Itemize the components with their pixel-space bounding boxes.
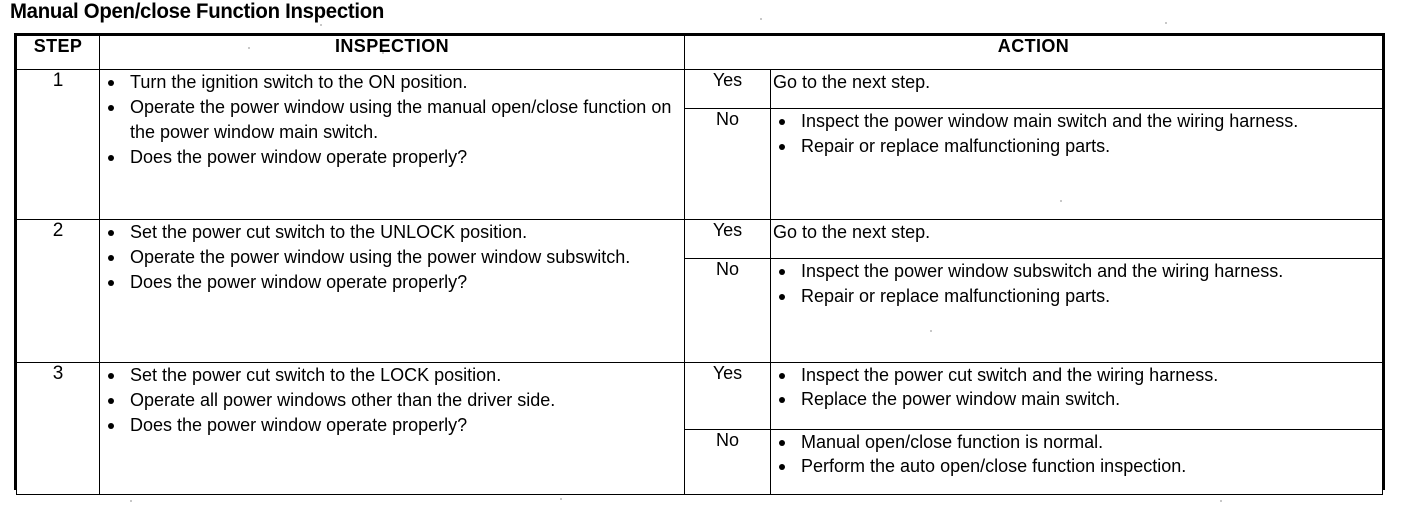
action-text-yes: Inspect the power cut switch and the wir… [770, 363, 1382, 430]
list-item: Replace the power window main switch. [771, 387, 1382, 411]
table-row: 1 Turn the ignition switch to the ON pos… [16, 69, 1383, 220]
action-text-no: Inspect the power window main switch and… [770, 107, 1382, 219]
outcome-row-yes: Yes Go to the next step. [685, 220, 1382, 259]
scan-speckle [130, 500, 132, 502]
action-paragraph: Go to the next step. [773, 72, 931, 92]
action-text-yes: Go to the next step. [770, 70, 1382, 109]
list-item: Perform the auto open/close function ins… [771, 454, 1382, 478]
table-row: 2 Set the power cut switch to the UNLOCK… [16, 219, 1383, 363]
outcome-row-no: No Inspect the power window main switch … [685, 107, 1382, 219]
inspection-list: Set the power cut switch to the LOCK pos… [100, 363, 684, 438]
inspection-list: Set the power cut switch to the UNLOCK p… [100, 220, 684, 295]
action-list: Inspect the power window main switch and… [771, 109, 1382, 159]
list-item: Does the power window operate properly? [100, 145, 684, 170]
outcome-label-no: No [685, 428, 771, 494]
list-item: Does the power window operate properly? [100, 413, 684, 438]
step-number: 2 [16, 219, 100, 363]
list-item: Operate the power window using the power… [100, 245, 684, 270]
list-item: Inspect the power cut switch and the wir… [771, 363, 1382, 387]
list-item: Inspect the power window subswitch and t… [771, 259, 1382, 284]
action-subtable: Yes Inspect the power cut switch and the… [685, 363, 1382, 494]
inspection-cell: Set the power cut switch to the LOCK pos… [99, 362, 685, 495]
action-text-yes: Go to the next step. [770, 220, 1382, 259]
action-subtable: Yes Go to the next step. No Inspect the … [685, 70, 1382, 219]
outcome-label-yes: Yes [685, 220, 771, 259]
action-cell: Yes Go to the next step. No Inspect the … [684, 69, 1383, 220]
inspection-list: Turn the ignition switch to the ON posit… [100, 70, 684, 170]
action-list: Manual open/close function is normal. Pe… [771, 430, 1382, 478]
scan-speckle [1220, 500, 1222, 502]
outcome-row-no: No Inspect the power window subswitch an… [685, 257, 1382, 362]
list-item: Operate all power windows other than the… [100, 388, 684, 413]
inspection-table: STEP INSPECTION ACTION 1 Turn the igniti… [14, 33, 1385, 495]
column-header-step: STEP [16, 35, 100, 70]
list-item: Manual open/close function is normal. [771, 430, 1382, 454]
action-text-no: Inspect the power window subswitch and t… [770, 257, 1382, 362]
step-number: 1 [16, 69, 100, 220]
outcome-label-no: No [685, 257, 771, 362]
outcome-label-yes: Yes [685, 70, 771, 109]
list-item: Turn the ignition switch to the ON posit… [100, 70, 684, 95]
list-item: Does the power window operate properly? [100, 270, 684, 295]
column-header-inspection: INSPECTION [99, 35, 685, 70]
outcome-label-yes: Yes [685, 363, 771, 430]
outcome-row-yes: Yes Go to the next step. [685, 70, 1382, 109]
table-row: 3 Set the power cut switch to the LOCK p… [16, 362, 1383, 495]
list-item: Operate the power window using the manua… [100, 95, 684, 145]
inspection-cell: Turn the ignition switch to the ON posit… [99, 69, 685, 220]
header-row: STEP INSPECTION ACTION [16, 35, 1383, 70]
list-item: Repair or replace malfunctioning parts. [771, 284, 1382, 309]
outcome-row-yes: Yes Inspect the power cut switch and the… [685, 363, 1382, 430]
table-body: 1 Turn the ignition switch to the ON pos… [16, 69, 1383, 495]
list-item: Repair or replace malfunctioning parts. [771, 134, 1382, 159]
scan-speckle [560, 498, 562, 500]
action-paragraph: Go to the next step. [773, 222, 931, 242]
action-text-no: Manual open/close function is normal. Pe… [770, 428, 1382, 494]
action-list: Inspect the power cut switch and the wir… [771, 363, 1382, 411]
outcome-label-no: No [685, 107, 771, 219]
action-list: Inspect the power window subswitch and t… [771, 259, 1382, 309]
list-item: Set the power cut switch to the UNLOCK p… [100, 220, 684, 245]
inspection-cell: Set the power cut switch to the UNLOCK p… [99, 219, 685, 363]
troubleshooting-grid: STEP INSPECTION ACTION 1 Turn the igniti… [16, 35, 1383, 495]
scan-speckle [1165, 22, 1167, 24]
action-cell: Yes Go to the next step. No Inspect the … [684, 219, 1383, 363]
action-cell: Yes Inspect the power cut switch and the… [684, 362, 1383, 495]
table-header: STEP INSPECTION ACTION [16, 35, 1383, 70]
column-header-action: ACTION [684, 35, 1383, 70]
outcome-row-no: No Manual open/close function is normal.… [685, 428, 1382, 494]
action-subtable: Yes Go to the next step. No Inspect the … [685, 220, 1382, 362]
scan-speckle [760, 18, 762, 20]
step-number: 3 [16, 362, 100, 495]
list-item: Inspect the power window main switch and… [771, 109, 1382, 134]
list-item: Set the power cut switch to the LOCK pos… [100, 363, 684, 388]
page-title: Manual Open/close Function Inspection [10, 0, 385, 23]
